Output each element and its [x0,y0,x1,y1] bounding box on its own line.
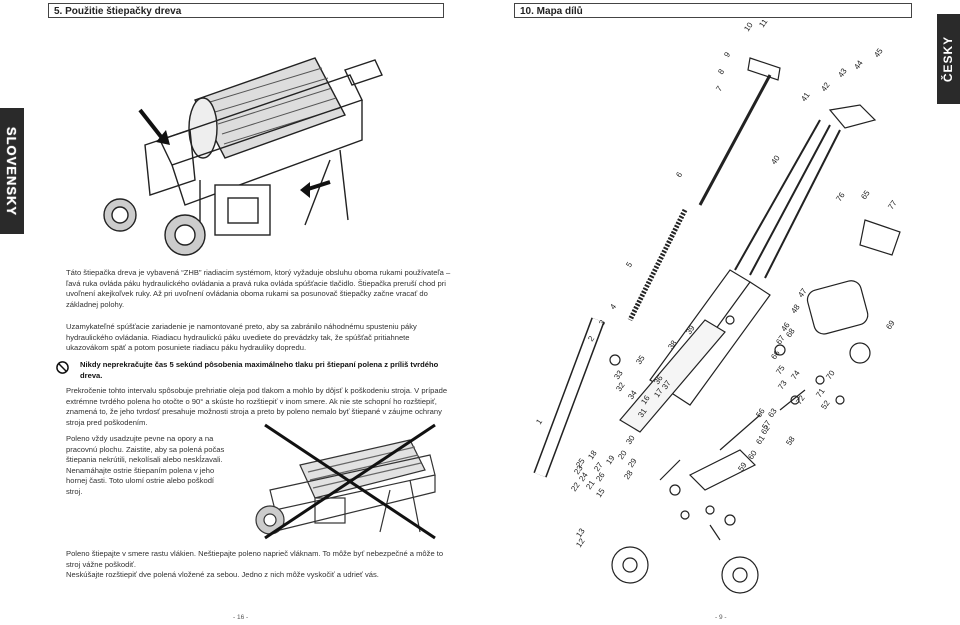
part-number-label: 75 [774,363,787,376]
part-number-label: 6 [674,170,684,179]
part-number-label: 41 [799,90,812,103]
paragraph-log-placement: Poleno vždy usadzujte pevne na opory a n… [66,434,225,496]
part-number-label: 43 [836,66,849,79]
part-number-label: 11 [757,20,769,29]
paragraph-two-logs: Neskúšajte rozštiepiť dve polená vložené… [66,570,379,579]
part-number-label: 32 [614,380,627,393]
part-number-label: 28 [622,468,635,481]
log-splitter-illustration [103,57,383,256]
part-number-label: 27 [592,460,605,473]
warning-text: Nikdy neprekračujte čas 5 sekúnd pôsoben… [80,360,439,380]
part-number-label: 18 [586,448,599,461]
section-header-right: 10. Mapa dílů [514,3,912,18]
part-number-label: 42 [819,80,832,93]
part-number-label: 7 [714,84,724,93]
part-number-label: 77 [886,198,899,211]
part-number-label: 44 [852,58,865,71]
part-number-label: 4 [608,302,618,311]
part-number-label: 20 [616,448,629,461]
part-number-label: 59 [736,460,749,473]
page-number-right: - 9 - [715,614,727,621]
part-number-label: 45 [872,46,885,59]
wrong-usage-illustration [255,423,436,540]
prohibition-icon [56,361,69,374]
part-number-label: 71 [814,386,827,399]
part-number-label: 73 [776,378,789,391]
part-number-label: 48 [789,302,802,315]
part-number-label: 74 [789,368,802,381]
part-number-label: 70 [824,368,837,381]
part-number-label: 3 [597,318,607,327]
part-number-label: 63 [766,406,779,419]
language-tab-slovak: SLOVENSKY [0,108,24,234]
part-number-label: 40 [769,153,782,166]
language-tab-czech: ČESKY [937,14,960,104]
part-number-label: 2 [586,334,596,343]
part-number-label: 56 [754,406,767,419]
right-page: 10. Mapa dílů ČESKY [480,0,960,625]
part-number-label: 26 [594,470,607,483]
language-tab-label: SLOVENSKY [4,126,20,216]
part-number-label: 52 [819,398,832,411]
part-number-label: 76 [834,190,847,203]
part-number-label: 9 [722,50,732,59]
part-number-label: 22 [569,480,582,493]
paragraph-overheat: Prekročenie tohto intervalu spôsobuje pr… [66,386,448,427]
part-number-label: 1 [534,417,544,426]
part-number-label: 60 [746,448,759,461]
part-number-label: 10 [742,20,755,33]
part-number-label: 19 [604,453,617,466]
language-tab-label-cz: ČESKY [941,35,956,83]
part-number-label: 29 [626,456,639,469]
part-number-label: 33 [612,368,625,381]
part-number-label: 13 [574,526,587,539]
left-page: 5. Použitie štiepačky dreva SLOVENSKY [0,3,451,621]
page-number-left: - 16 - [233,614,249,621]
part-number-label: 35 [634,353,647,366]
part-number-label: 69 [884,318,897,331]
part-number-label: 30 [624,433,637,446]
paragraph-lock-device: Uzamykateľné spúšťacie zariadenie je nam… [66,322,417,352]
part-number-label: 47 [796,286,809,299]
part-number-label: 65 [859,188,872,201]
part-number-label: 15 [594,486,607,499]
paragraph-grain-direction: Poleno štiepajte v smere rastu vlákien. … [66,549,444,569]
part-number-label: 58 [784,434,797,447]
section-header-left: 5. Použitie štiepačky dreva [48,3,444,18]
part-number-label: 5 [624,260,634,269]
part-number-label: 8 [716,67,726,76]
paragraph-zhb-system: Táto štiepačka dreva je vybavená “ZHB” r… [66,268,451,309]
part-number-label: 66 [769,348,782,361]
